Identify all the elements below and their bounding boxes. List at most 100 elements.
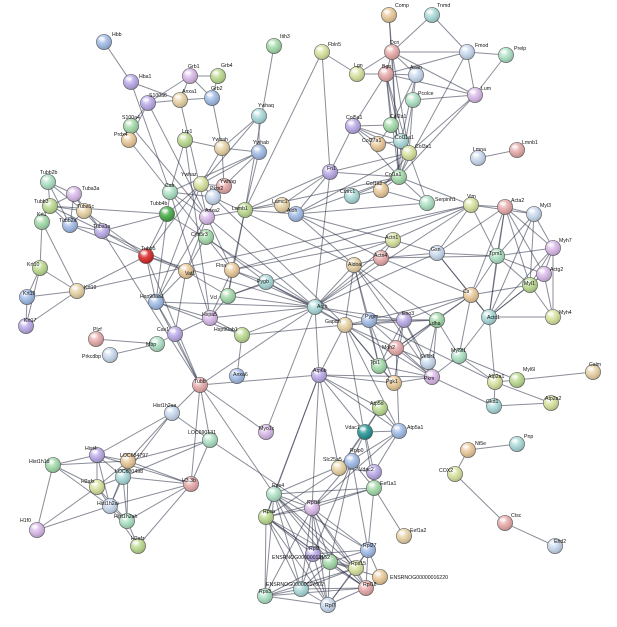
protein-node-col1a2[interactable]: Col1a2 bbox=[366, 181, 389, 198]
protein-node-calr[interactable]: Calr bbox=[162, 183, 178, 200]
protein-node-dcn[interactable]: Dcn bbox=[384, 40, 400, 60]
protein-node-eef1a2[interactable]: Eef1a2 bbox=[396, 528, 427, 544]
protein-node-aldh[interactable]: Aldh bbox=[287, 206, 304, 222]
protein-node-lamc1[interactable]: Lamc1 bbox=[272, 197, 290, 213]
protein-node-comp[interactable]: Comp bbox=[381, 3, 409, 23]
protein-node-col3a1[interactable]: Col3a1 bbox=[401, 144, 432, 161]
protein-node-krt17[interactable]: Krt17 bbox=[18, 318, 37, 334]
protein-node-rplp0[interactable]: Rplp0 bbox=[344, 448, 364, 469]
protein-node-slc25a5[interactable]: Slc25a5 bbox=[323, 457, 347, 476]
protein-node-myl1[interactable]: Myl1 bbox=[522, 277, 538, 293]
protein-node-cyb5r3[interactable]: Cyb5r3 bbox=[191, 229, 214, 245]
protein-node-rpl7[interactable]: Rpl7 bbox=[320, 597, 336, 613]
protein-node-ctsc[interactable]: Ctsc bbox=[497, 513, 522, 531]
protein-node-ldha[interactable]: Ldha bbox=[429, 312, 445, 328]
protein-node-ywhab[interactable]: Ywhab bbox=[251, 140, 269, 160]
protein-node-atp5o[interactable]: Atp5o bbox=[370, 400, 388, 416]
protein-node-ywhah[interactable]: Ywhah bbox=[212, 137, 230, 156]
protein-node-krt1[interactable]: Krt1 bbox=[34, 212, 50, 230]
protein-node-loc684797[interactable]: LOC684797 bbox=[120, 453, 148, 469]
protein-node-krt15[interactable]: Krt15 bbox=[19, 289, 36, 305]
protein-node-rpsa[interactable]: Rpsa bbox=[258, 509, 275, 525]
protein-node-aldoa[interactable]: Aldoa bbox=[346, 257, 362, 273]
protein-node-cs[interactable]: Cs bbox=[463, 287, 479, 303]
protein-node-ehd2[interactable]: Ehd2 bbox=[547, 538, 566, 554]
protein-node-plzf[interactable]: Plzf bbox=[88, 327, 104, 347]
protein-node-vim[interactable]: Vim bbox=[463, 194, 479, 213]
protein-node-tpi1[interactable]: Tpi1 bbox=[370, 358, 387, 374]
protein-node-loc680498[interactable]: LOC680498 bbox=[115, 469, 143, 485]
protein-node-myo1c[interactable]: Myo1c bbox=[258, 424, 275, 440]
protein-node-vdac1[interactable]: Vdac1 bbox=[345, 424, 373, 440]
protein-node-prkcdbp[interactable]: Prkcdbp bbox=[82, 347, 118, 363]
protein-node-tubb[interactable]: Tubb bbox=[192, 377, 208, 393]
protein-node-cthrc1[interactable]: Cthrc1 bbox=[340, 188, 360, 204]
protein-node-atp2a1[interactable]: Atp2a1 bbox=[487, 374, 505, 390]
protein-node-actb[interactable]: Actb bbox=[307, 299, 327, 315]
protein-node-serpinh1[interactable]: Serpinh1 bbox=[419, 195, 456, 211]
protein-node-lmnb1[interactable]: Lmnb1 bbox=[509, 140, 538, 158]
protein-node-lgn[interactable]: Lgn bbox=[349, 63, 365, 82]
protein-node-gkd1[interactable]: Gkd1 bbox=[486, 398, 502, 414]
protein-node-celsr1[interactable]: Celsr1 bbox=[420, 354, 436, 370]
protein-node-myl6l[interactable]: Myl6l bbox=[509, 367, 535, 388]
protein-node-actg2[interactable]: Actg2 bbox=[536, 266, 563, 282]
protein-node-lmna[interactable]: Lmna bbox=[470, 147, 486, 166]
protein-node-atp2a2[interactable]: Atp2a2 bbox=[543, 395, 562, 411]
protein-node-pygm[interactable]: Pygm bbox=[361, 312, 378, 328]
protein-node-pgk1[interactable]: Pgk1 bbox=[386, 375, 402, 391]
protein-node-pkm2[interactable]: Pkm2 bbox=[205, 186, 223, 205]
protein-node-hist4[interactable]: Hist4 bbox=[85, 446, 105, 463]
protein-node-pcolce[interactable]: Pcolce bbox=[405, 91, 434, 108]
protein-node-krt19[interactable]: Krt19 bbox=[69, 283, 97, 299]
protein-node-col27a1[interactable]: Col27a1 bbox=[362, 136, 386, 152]
protein-node-mbp[interactable]: Mbp bbox=[146, 336, 165, 352]
protein-node-cav1[interactable]: Cav1 bbox=[157, 326, 183, 342]
protein-node-calm[interactable]: Calm bbox=[585, 362, 601, 380]
protein-node-ensrnog00000016220[interactable]: ENSRNOG00000016220 bbox=[372, 569, 448, 585]
protein-node-rpl27[interactable]: Rpl27 bbox=[360, 542, 377, 558]
protein-node-hba1[interactable]: Hba1 bbox=[123, 74, 152, 90]
protein-node-pnp[interactable]: Pnp bbox=[509, 434, 533, 452]
protein-node-loc690131[interactable]: LOC690131 bbox=[188, 430, 218, 448]
protein-node-hspa5[interactable]: Hspa5 bbox=[202, 310, 218, 326]
protein-node-s100a6[interactable]: S100a6 bbox=[140, 93, 167, 111]
protein-node-hist1h2aa[interactable]: Hist1h2aa bbox=[153, 403, 180, 421]
protein-node-grb1[interactable]: Grb1 bbox=[182, 64, 200, 84]
protein-node-h2afx[interactable]: H2afx bbox=[81, 479, 105, 495]
protein-node-tnmd[interactable]: Tnmd bbox=[424, 3, 450, 23]
protein-node-h1f0[interactable]: H1f0 bbox=[20, 518, 45, 538]
protein-node-hsp90aa1[interactable]: Hsp90aa1 bbox=[140, 294, 164, 310]
protein-node-atp6b[interactable]: Atp6b bbox=[311, 367, 327, 383]
protein-node-rpl18[interactable]: Rpl18 bbox=[358, 580, 377, 596]
protein-node-tubb2b[interactable]: Tubb2b bbox=[40, 170, 58, 190]
protein-node-hist1h2ah[interactable]: Hist1h2ah bbox=[114, 513, 137, 529]
protein-node-col1a1[interactable]: Col1a1 bbox=[385, 169, 407, 185]
protein-node-itih3[interactable]: Itih3 bbox=[266, 34, 290, 54]
protein-node-ywhag[interactable]: Ywhag bbox=[216, 178, 236, 194]
protein-node-acan[interactable]: Acan bbox=[408, 65, 424, 83]
protein-node-tuba1a[interactable]: Tuba1a bbox=[93, 223, 111, 239]
protein-node-col2a1[interactable]: Col2a1 bbox=[383, 114, 407, 133]
protein-node-myh4[interactable]: Myh4 bbox=[545, 309, 572, 325]
protein-node-bgn[interactable]: Bgn bbox=[378, 64, 394, 82]
protein-node-lamb1[interactable]: Lamb1 bbox=[232, 202, 253, 218]
protein-node-cox2[interactable]: COX2 bbox=[439, 466, 463, 482]
protein-node-myh7[interactable]: Myh7 bbox=[545, 238, 572, 256]
protein-node-tubb2a[interactable]: Tubb2a bbox=[59, 217, 78, 233]
protein-node-vcl[interactable]: Vcl bbox=[210, 288, 236, 304]
protein-node-ensrnog00000017602[interactable]: ENSRNOG00000017602 bbox=[266, 581, 324, 597]
protein-node-h2afz[interactable]: H2afz bbox=[130, 536, 146, 554]
protein-node-grb4[interactable]: Grb4 bbox=[210, 63, 233, 84]
protein-node-ywhaz[interactable]: Ywhaz bbox=[181, 172, 209, 192]
protein-node-krt10[interactable]: Krt10 bbox=[27, 260, 48, 276]
protein-node-h3-3b[interactable]: H3.3b bbox=[182, 476, 199, 492]
protein-node-lum[interactable]: Lum bbox=[467, 86, 491, 103]
protein-node-eef1a1[interactable]: Eef1a1 bbox=[366, 480, 397, 496]
protein-node-vdac2[interactable]: Vdac2 bbox=[359, 464, 382, 480]
protein-node-prelp[interactable]: Prelp bbox=[498, 46, 526, 63]
protein-node-flna[interactable]: Flna bbox=[216, 262, 240, 278]
protein-node-fbln5[interactable]: Fbln5 bbox=[314, 42, 341, 60]
protein-node-tubb3[interactable]: Tubb3 bbox=[34, 198, 58, 214]
protein-node-tuba3a[interactable]: Tuba3a bbox=[66, 186, 100, 202]
